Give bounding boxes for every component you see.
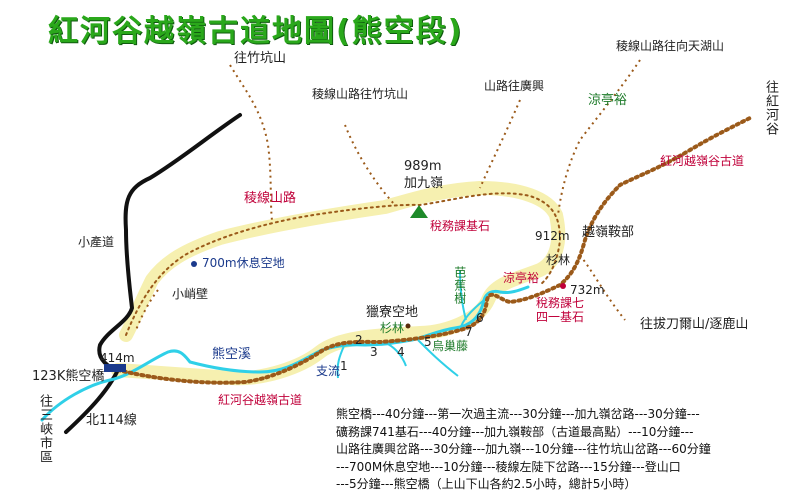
label-num-3: 3 (370, 345, 378, 359)
path-ridge-left (344, 124, 396, 206)
trail-highlight (111, 181, 566, 386)
label-tax-bureau-stone: 稅務課七四一基石 (536, 296, 585, 324)
label-north114: 北114線 (86, 413, 137, 428)
label-ridge-tianhu: 稜線山路往向天湖山 (616, 39, 725, 53)
label-road-guangxing: 山路往廣興 (484, 79, 545, 93)
peak-triangle-icon (410, 205, 428, 218)
stream-branch (459, 299, 485, 331)
hunting-ground-dot-icon (405, 323, 411, 329)
label-hunting-ground: 獵寮空地 (366, 305, 419, 320)
label-xiaoqiaobi: 小峭壁 (172, 287, 209, 301)
label-hongheogu-trail-right: 紅河越嶺谷古道 (660, 154, 745, 168)
map-title: 紅河谷越嶺古道地圖(熊空段) (48, 14, 464, 49)
label-ridge-zhuzhukeng: 稜線山路往竹坑山 (312, 87, 409, 101)
label-rest-area: 700m休息空地 (202, 256, 285, 270)
label-to-badaoer: 往拔刀爾山/逐鹿山 (640, 317, 749, 332)
label-to-zhuzhukeng: 往竹坑山 (234, 51, 287, 66)
label-tax-stone: 稅務課基石 (430, 219, 491, 233)
label-num-2: 2 (355, 333, 363, 347)
label-xiongkongxi: 熊空溪 (212, 347, 252, 362)
stream-branch (417, 339, 459, 377)
label-zhiliu: 支流 (316, 364, 341, 378)
stream-branch (459, 269, 467, 321)
label-123k-bridge: 123K熊空橋 (32, 369, 105, 384)
path-guangxing (479, 99, 521, 189)
label-pavilion-top: 涼亭裕 (588, 93, 628, 108)
label-hongheogu-trail-bottom: 紅河谷越嶺古道 (218, 393, 303, 407)
timing-line: 熊空橋---40分鐘---第一次過主流---30分鐘---加九嶺岔路---30分… (336, 407, 700, 421)
stream-branch (387, 343, 407, 367)
timing-line: 礦務課741基石---40分鐘---加九嶺鞍部（古道最高點）---10分鐘--- (336, 424, 694, 439)
label-num-1: 1 (340, 359, 348, 373)
label-num-4: 4 (397, 345, 405, 359)
label-wulaiteng: 烏巢藤 (432, 339, 469, 353)
label-elev-732: 732m (570, 283, 605, 297)
label-saddle: 越嶺鞍部 (582, 225, 635, 240)
label-to-hongheogu: 往紅河谷 (762, 80, 778, 136)
rest-area-dot-icon (191, 261, 197, 267)
label-peak-elevation: 989m (404, 159, 442, 174)
label-pavilion-mid: 涼亭裕 (503, 271, 540, 285)
trail-main-dotted (116, 116, 752, 385)
label-elev-912: 912m (535, 229, 570, 243)
path-badaoer (579, 254, 626, 321)
label-num-5: 5 (424, 335, 432, 349)
trail-ridge-dotted (125, 192, 562, 336)
label-num-7: 7 (465, 325, 473, 339)
label-num-6: 6 (476, 311, 484, 325)
timing-legend: 熊空橋---40分鐘---第一次過主流---30分鐘---加九嶺岔路---30分… (336, 406, 788, 494)
path-to-zhuzhukeng (229, 64, 273, 221)
path-tianhu (557, 59, 641, 216)
label-to-sanxia: 往三峽市區 (36, 394, 52, 464)
timing-line: ---700M休息空地---10分鐘---稜線左陡下岔路---15分鐘---登山… (336, 459, 681, 474)
stream-branch (336, 345, 345, 379)
label-shanlin-mid: 杉林 (380, 321, 405, 335)
label-ridge-road: 稜線山路 (244, 191, 297, 206)
pavilion-dot-icon (560, 283, 566, 289)
label-bajiao-shu: 芭蕉樹 (452, 266, 467, 305)
timing-line: ---5分鐘---熊空橋（上山下山各約2.5小時，總計5小時） (336, 477, 637, 491)
label-elev-414: 414m (100, 351, 135, 365)
label-xiaochandao: 小產道 (78, 235, 115, 249)
label-shanlin-right: 杉林 (546, 253, 571, 267)
bridge-icon (104, 364, 126, 372)
timing-line: 山路往廣興岔路---30分鐘---加九嶺---10分鐘---往竹坑山岔路---6… (336, 442, 711, 456)
label-peak-name: 加九嶺 (404, 176, 444, 191)
